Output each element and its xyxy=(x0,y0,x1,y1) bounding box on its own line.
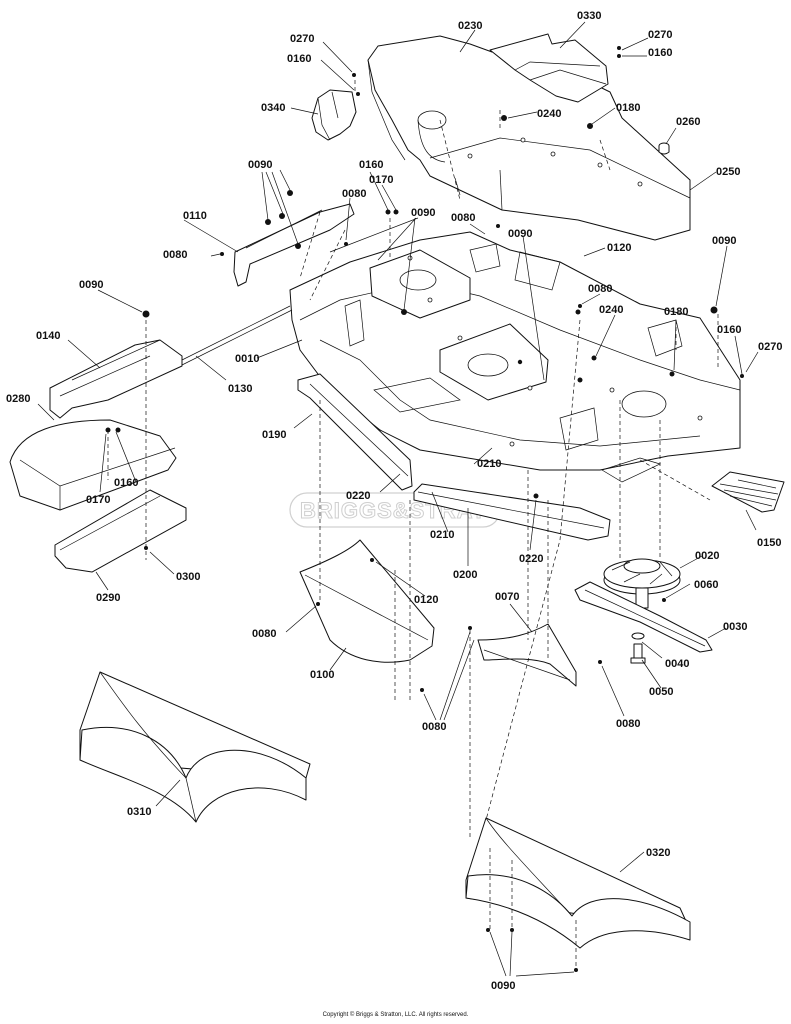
callout-0060: 0060 xyxy=(694,579,718,591)
callout-0080: 0080 xyxy=(616,718,640,730)
part-0040-washer xyxy=(631,632,645,640)
callout-0240: 0240 xyxy=(537,108,561,120)
callout-0180: 0180 xyxy=(616,102,640,114)
part-0030-blade xyxy=(574,581,713,653)
callout-0100: 0100 xyxy=(310,669,334,681)
callout-0240: 0240 xyxy=(599,304,623,316)
callout-0110: 0110 xyxy=(183,210,207,222)
callout-0310: 0310 xyxy=(127,806,151,818)
callout-0050: 0050 xyxy=(649,686,673,698)
callout-0190: 0190 xyxy=(262,429,286,441)
callout-0090: 0090 xyxy=(491,980,515,992)
callout-0080: 0080 xyxy=(252,628,276,640)
assembly-lines xyxy=(107,80,719,970)
part-0330-plate xyxy=(489,33,609,103)
callout-0250: 0250 xyxy=(716,166,740,178)
callout-0090: 0090 xyxy=(411,207,435,219)
part-0070-baffle xyxy=(477,623,577,687)
callout-0220: 0220 xyxy=(519,553,543,565)
callout-0300: 0300 xyxy=(176,571,200,583)
callout-0090: 0090 xyxy=(508,228,532,240)
callout-0150: 0150 xyxy=(757,537,781,549)
part-0150-pad xyxy=(711,471,785,513)
part-0020-spindle xyxy=(603,558,681,609)
part-0310-mulch-kit xyxy=(79,671,311,823)
part-0290-shield xyxy=(54,489,187,573)
callout-0140: 0140 xyxy=(36,330,60,342)
callout-0270: 0270 xyxy=(648,29,672,41)
part-0260-plug xyxy=(658,142,670,155)
callout-0330: 0330 xyxy=(577,10,601,22)
callout-0180: 0180 xyxy=(664,306,688,318)
callout-0080: 0080 xyxy=(422,721,446,733)
callout-0070: 0070 xyxy=(495,591,519,603)
callout-0280: 0280 xyxy=(6,393,30,405)
callout-0020: 0020 xyxy=(695,550,719,562)
callout-0210: 0210 xyxy=(477,458,501,470)
part-0100-baffle xyxy=(299,539,435,663)
part-0130-rod xyxy=(177,305,293,367)
part-0050-bolt xyxy=(630,643,646,664)
part-0190-rail xyxy=(297,373,413,491)
callout-0080: 0080 xyxy=(163,249,187,261)
callout-0160: 0160 xyxy=(717,324,741,336)
callout-0200: 0200 xyxy=(453,569,477,581)
callout-0080: 0080 xyxy=(588,283,612,295)
callout-0030: 0030 xyxy=(723,621,747,633)
callout-0090: 0090 xyxy=(79,279,103,291)
callout-0260: 0260 xyxy=(676,116,700,128)
callout-0040: 0040 xyxy=(665,658,689,670)
callout-0210: 0210 xyxy=(430,529,454,541)
callout-0270: 0270 xyxy=(290,33,314,45)
callout-0160: 0160 xyxy=(114,477,138,489)
callout-0090: 0090 xyxy=(248,159,272,171)
callout-0120: 0120 xyxy=(607,242,631,254)
part-0010-deck xyxy=(289,231,741,483)
leader-lines xyxy=(37,21,759,977)
callout-0160: 0160 xyxy=(287,53,311,65)
part-0140-bracket xyxy=(49,339,183,419)
callout-0160: 0160 xyxy=(359,159,383,171)
callout-0090: 0090 xyxy=(712,235,736,247)
callout-0270: 0270 xyxy=(758,341,782,353)
callout-0170: 0170 xyxy=(86,494,110,506)
callout-0320: 0320 xyxy=(646,847,670,859)
callout-labels: 0230 0330 0270 0160 0270 0160 0340 0240 … xyxy=(6,10,782,992)
part-0340-bracket xyxy=(311,89,357,141)
callout-0010: 0010 xyxy=(235,353,259,365)
callout-0220: 0220 xyxy=(346,490,370,502)
part-0320-mulch-kit xyxy=(465,817,691,949)
callout-0160: 0160 xyxy=(648,47,672,59)
part-0280-guard xyxy=(9,419,177,511)
fasteners xyxy=(105,46,744,972)
callout-0080: 0080 xyxy=(342,188,366,200)
callout-0080: 0080 xyxy=(451,212,475,224)
callout-0290: 0290 xyxy=(96,592,120,604)
callout-0120: 0120 xyxy=(414,594,438,606)
copyright-notice: Copyright © Briggs & Stratton, LLC. All … xyxy=(322,1012,469,1018)
callout-0170: 0170 xyxy=(369,174,393,186)
part-0110-bracket xyxy=(233,203,355,287)
callout-0230: 0230 xyxy=(458,20,482,32)
callout-0340: 0340 xyxy=(261,102,285,114)
callout-0130: 0130 xyxy=(228,383,252,395)
part-0230-cover xyxy=(367,35,691,241)
